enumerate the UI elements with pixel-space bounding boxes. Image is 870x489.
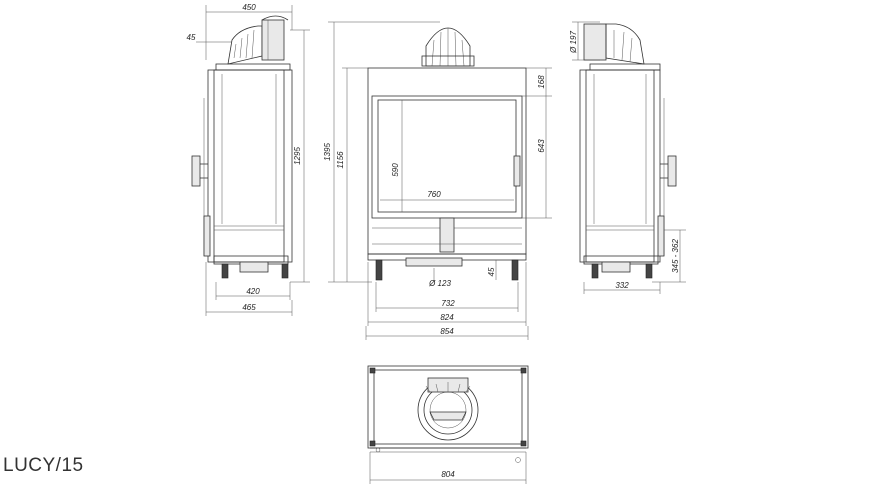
dim-front-opening-height: 590 bbox=[391, 163, 400, 177]
dim-side-left-top-width: 450 bbox=[242, 3, 256, 12]
dim-side-right-base: 332 bbox=[615, 281, 629, 290]
dim-side-left-height: 1295 bbox=[293, 147, 302, 165]
dim-leg-height: 45 bbox=[487, 267, 496, 276]
dim-side-left-total: 465 bbox=[242, 303, 256, 312]
model-label: LUCY/15 bbox=[3, 455, 84, 476]
left-side-view: 450 45 1295 bbox=[187, 3, 310, 316]
dim-side-left-offset: 45 bbox=[187, 33, 196, 42]
dim-flue-diameter: Ø 123 bbox=[428, 279, 451, 288]
dim-side-right-leg: 345 - 362 bbox=[671, 239, 680, 273]
right-side-view: Ø 197 345 - 362 332 bbox=[569, 21, 686, 294]
dim-front-opening-width: 760 bbox=[427, 190, 441, 199]
dim-front-body-height: 1156 bbox=[336, 151, 345, 169]
dim-front-width-3: 854 bbox=[440, 327, 454, 336]
dim-top-view-width: 804 bbox=[441, 470, 455, 479]
dim-front-width-1: 732 bbox=[441, 299, 455, 308]
top-view: 804 bbox=[367, 365, 529, 484]
dim-side-right-flue: Ø 197 bbox=[569, 31, 578, 54]
front-view: 1395 1156 590 760 168 643 bbox=[323, 21, 552, 340]
dim-front-width-2: 824 bbox=[440, 313, 454, 322]
dim-front-total-height: 1395 bbox=[323, 143, 332, 161]
dim-front-top: 168 bbox=[537, 75, 546, 89]
dim-side-left-base: 420 bbox=[246, 287, 260, 296]
dim-front-glass-height: 643 bbox=[537, 139, 546, 153]
